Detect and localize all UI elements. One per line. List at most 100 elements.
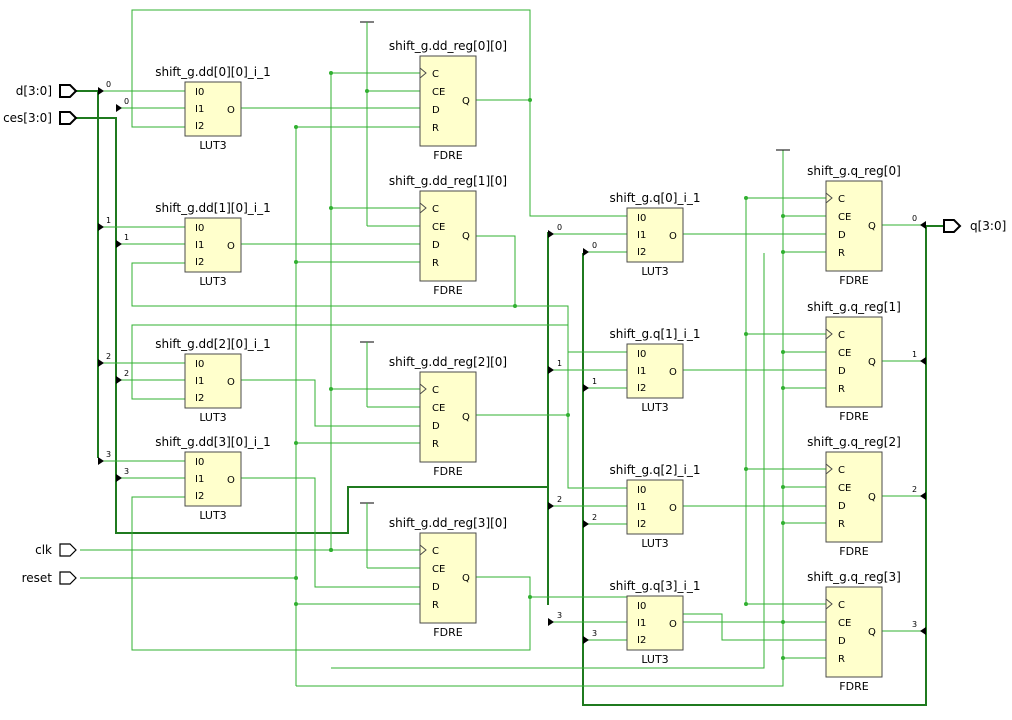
pin-label: I1 [195, 240, 204, 251]
pin-label: C [432, 69, 439, 80]
bus-tap-arrow [920, 492, 926, 500]
bus-index-label: 0 [124, 97, 129, 106]
bus-index-label: 3 [106, 450, 111, 459]
bus-tap-arrow [98, 457, 104, 465]
pin-label: D [838, 636, 846, 647]
cell-instance-name: shift_g.dd[0][0]_i_1 [155, 65, 271, 79]
input-port[interactable]: d[3:0] [16, 84, 78, 98]
cell-type-label: FDRE [433, 284, 462, 297]
output-pin-label: O [227, 377, 235, 388]
cell-instance-name: shift_g.q_reg[2] [807, 435, 901, 449]
cell-instance-name: shift_g.dd[3][0]_i_1 [155, 435, 271, 449]
reset-trunk-2 [296, 150, 784, 687]
d-bus [76, 90, 99, 458]
pin-label: I0 [195, 359, 204, 370]
bus-index-label: 2 [592, 513, 597, 522]
pin-label: I2 [195, 393, 204, 404]
net-wire [131, 496, 531, 651]
cell-instance-name: shift_g.dd[1][0]_i_1 [155, 201, 271, 215]
bus-index-label: 1 [592, 377, 597, 386]
net-junction [781, 214, 785, 218]
pin-label: I0 [637, 601, 646, 612]
output-port[interactable]: q[3:0] [943, 219, 1006, 233]
bus-tap-arrow [920, 357, 926, 365]
bus-tap-arrow [920, 627, 926, 635]
fdre-body [419, 371, 477, 463]
input-port[interactable]: reset [22, 571, 77, 585]
pin-label: D [432, 421, 440, 432]
cell-type-label: FDRE [839, 410, 868, 423]
bus-index-label: 0 [106, 80, 111, 89]
net-wire [131, 324, 569, 415]
cell-instance-name: shift_g.dd_reg[1][0] [389, 174, 507, 188]
lut-body [184, 81, 242, 137]
pin-label: I1 [195, 104, 204, 115]
pin-label: CE [838, 212, 851, 223]
pin-label: CE [432, 222, 445, 233]
bus-index-label: 3 [912, 620, 917, 629]
lut-body [626, 343, 684, 399]
net-wire [529, 100, 627, 217]
pin-label: C [838, 330, 845, 341]
output-pin-label: O [227, 475, 235, 486]
bus-index-label: 2 [912, 485, 917, 494]
net-wire [241, 379, 420, 427]
output-pin-label: Q [868, 357, 876, 368]
output-pin-label: Q [462, 412, 470, 423]
pin-label: I1 [637, 502, 646, 513]
bus-tap-arrow [583, 384, 589, 392]
bus-index-label: 2 [557, 495, 562, 504]
cell-type-label: FDRE [433, 465, 462, 478]
output-pin-label: Q [462, 96, 470, 107]
pin-label: C [838, 194, 845, 205]
lut-body [626, 595, 684, 651]
bus-index-label: 0 [592, 241, 597, 250]
cell-type-label: LUT3 [641, 265, 668, 278]
input-port[interactable]: ces[3:0] [3, 111, 78, 125]
pin-label: C [838, 600, 845, 611]
input-port[interactable]: clk [35, 543, 77, 557]
pin-label: I2 [195, 491, 204, 502]
net-junction [294, 125, 298, 129]
clock-pin-glyph [825, 328, 833, 340]
port-name: clk [35, 543, 52, 557]
clock-pin-glyph [825, 463, 833, 475]
cell-type-label: LUT3 [199, 139, 226, 152]
pin-label: I1 [637, 230, 646, 241]
port-name: q[3:0] [970, 219, 1006, 233]
cell-instance-name: shift_g.q[1]_i_1 [610, 327, 701, 341]
cell-type-label: FDRE [839, 545, 868, 558]
fdre-body [419, 190, 477, 282]
pin-label: R [432, 258, 439, 269]
cell-type-label: LUT3 [641, 653, 668, 666]
port-arrow-icon [59, 111, 78, 125]
cell-type-label: FDRE [839, 274, 868, 287]
pin-label: R [838, 248, 845, 259]
net-wire [131, 9, 531, 128]
bus-tap-arrow [116, 474, 122, 482]
fdre-body [419, 532, 477, 624]
cell-instance-name: shift_g.dd[2][0]_i_1 [155, 337, 271, 351]
ports: d[3:0] ces[3:0] clk reset q[3:0] [3, 84, 1006, 585]
bus-tap-arrow [548, 502, 554, 510]
pin-label: I0 [195, 87, 204, 98]
output-pin-label: Q [462, 573, 470, 584]
output-pin-label: O [227, 241, 235, 252]
